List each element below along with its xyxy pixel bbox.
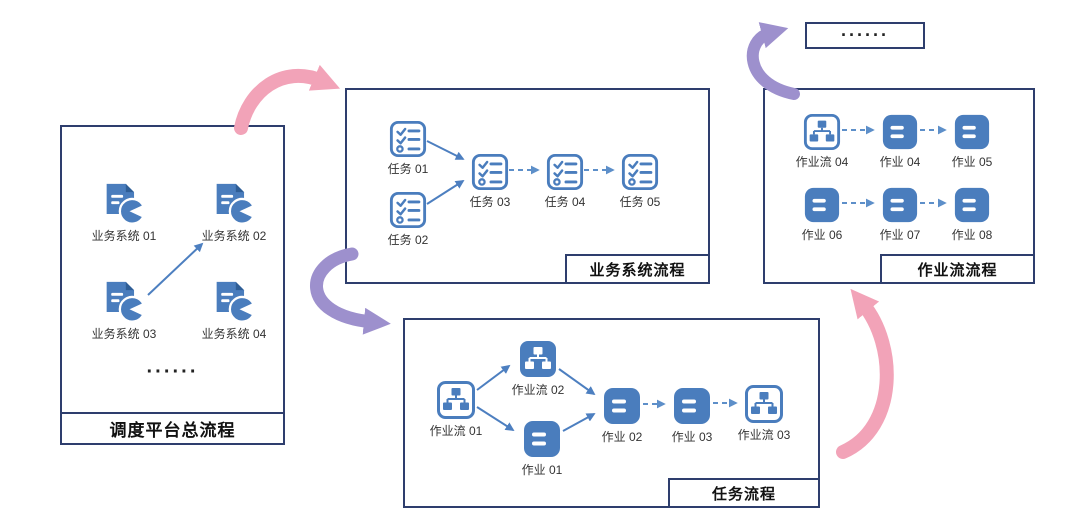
checklist-icon <box>621 153 659 191</box>
node-label: 作业 06 <box>801 228 843 242</box>
node-label: 作业 05 <box>951 155 993 169</box>
jobflow-process-title: 作业流流程 <box>880 254 1035 284</box>
node-task-04: 任务 04 <box>530 153 600 208</box>
node-jobflow-01: 作业流 01 <box>418 380 494 437</box>
task-flow-box: 作业流 01 作业流 02 作业 01 作业 02 作业 03 作业流 03 任… <box>403 318 820 508</box>
node-job-06: 作业 06 <box>786 186 858 241</box>
node-label: 作业 02 <box>601 430 643 444</box>
checklist-icon <box>389 191 427 229</box>
node-label: 作业 01 <box>521 463 563 477</box>
document-pie-icon <box>101 281 147 323</box>
node-jobflow-04: 作业流 04 <box>786 113 858 168</box>
org-tree-icon <box>518 339 558 379</box>
node-business-system-04: 业务系统 04 <box>189 281 279 340</box>
node-label: 作业 04 <box>879 155 921 169</box>
node-label: 任务 02 <box>387 233 429 247</box>
node-job-08: 作业 08 <box>936 186 1008 241</box>
node-task-02: 任务 02 <box>373 191 443 246</box>
business-system-flow-title: 业务系统流程 <box>565 254 710 284</box>
business-system-flow-box: 任务 01 任务 02 任务 03 任务 04 任务 05 业务系统流程 <box>345 88 710 284</box>
node-job-01: 作业 01 <box>504 419 580 476</box>
checklist-icon <box>389 120 427 158</box>
node-business-system-03: 业务系统 03 <box>79 281 169 340</box>
node-job-05: 作业 05 <box>936 113 1008 168</box>
list-card-icon <box>522 419 562 459</box>
node-job-04: 作业 04 <box>864 113 936 168</box>
more-systems-ellipsis: ······ <box>146 361 199 383</box>
node-label: 任务 01 <box>387 162 429 176</box>
node-business-system-02: 业务系统 02 <box>189 183 279 242</box>
node-label: 任务 05 <box>619 195 661 209</box>
list-card-icon <box>672 386 712 426</box>
task-flow-title: 任务流程 <box>668 478 820 508</box>
node-label: 任务 04 <box>544 195 586 209</box>
node-task-01: 任务 01 <box>373 120 443 175</box>
node-label: 作业 03 <box>671 430 713 444</box>
node-label: 任务 03 <box>469 195 511 209</box>
org-tree-icon <box>803 113 841 151</box>
node-label: 业务系统 04 <box>201 327 267 341</box>
scheduler-overview-title: 调度平台总流程 <box>62 412 283 443</box>
checklist-icon <box>471 153 509 191</box>
node-label: 作业 08 <box>951 228 993 242</box>
node-business-system-01: 业务系统 01 <box>79 183 169 242</box>
flow-arrow-main-to-business <box>234 64 341 135</box>
node-label: 作业 07 <box>879 228 921 242</box>
node-label: 业务系统 01 <box>91 229 157 243</box>
node-task-05: 任务 05 <box>605 153 675 208</box>
list-card-icon <box>803 186 841 224</box>
document-pie-icon <box>101 183 147 225</box>
list-card-icon <box>953 186 991 224</box>
flow-arrow-task-to-jobflow <box>836 288 894 459</box>
node-jobflow-03: 作业流 03 <box>726 384 802 441</box>
node-label: 业务系统 02 <box>201 229 267 243</box>
node-label: 业务系统 03 <box>91 327 157 341</box>
node-label: 作业流 02 <box>511 383 565 397</box>
list-card-icon <box>881 113 919 151</box>
node-jobflow-02: 作业流 02 <box>500 339 576 396</box>
node-job-07: 作业 07 <box>864 186 936 241</box>
node-label: 作业流 01 <box>429 424 483 438</box>
list-card-icon <box>602 386 642 426</box>
checklist-icon <box>546 153 584 191</box>
org-tree-icon <box>744 384 784 424</box>
more-flows-box: ······ <box>805 22 925 49</box>
document-pie-icon <box>211 183 257 225</box>
node-job-03: 作业 03 <box>654 386 730 443</box>
node-task-03: 任务 03 <box>455 153 525 208</box>
document-pie-icon <box>211 281 257 323</box>
scheduler-overview-box: 业务系统 01 业务系统 02 业务系统 03 业务系统 04 ······ 调… <box>60 125 285 445</box>
node-job-02: 作业 02 <box>584 386 660 443</box>
jobflow-process-box: 作业流 04 作业 04 作业 05 作业 06 作业 07 作业 08 作业流… <box>763 88 1035 284</box>
org-tree-icon <box>436 380 476 420</box>
list-card-icon <box>881 186 919 224</box>
list-card-icon <box>953 113 991 151</box>
node-label: 作业流 03 <box>737 428 791 442</box>
node-label: 作业流 04 <box>795 155 849 169</box>
flow-arrow-jobflow-to-more <box>746 22 800 100</box>
